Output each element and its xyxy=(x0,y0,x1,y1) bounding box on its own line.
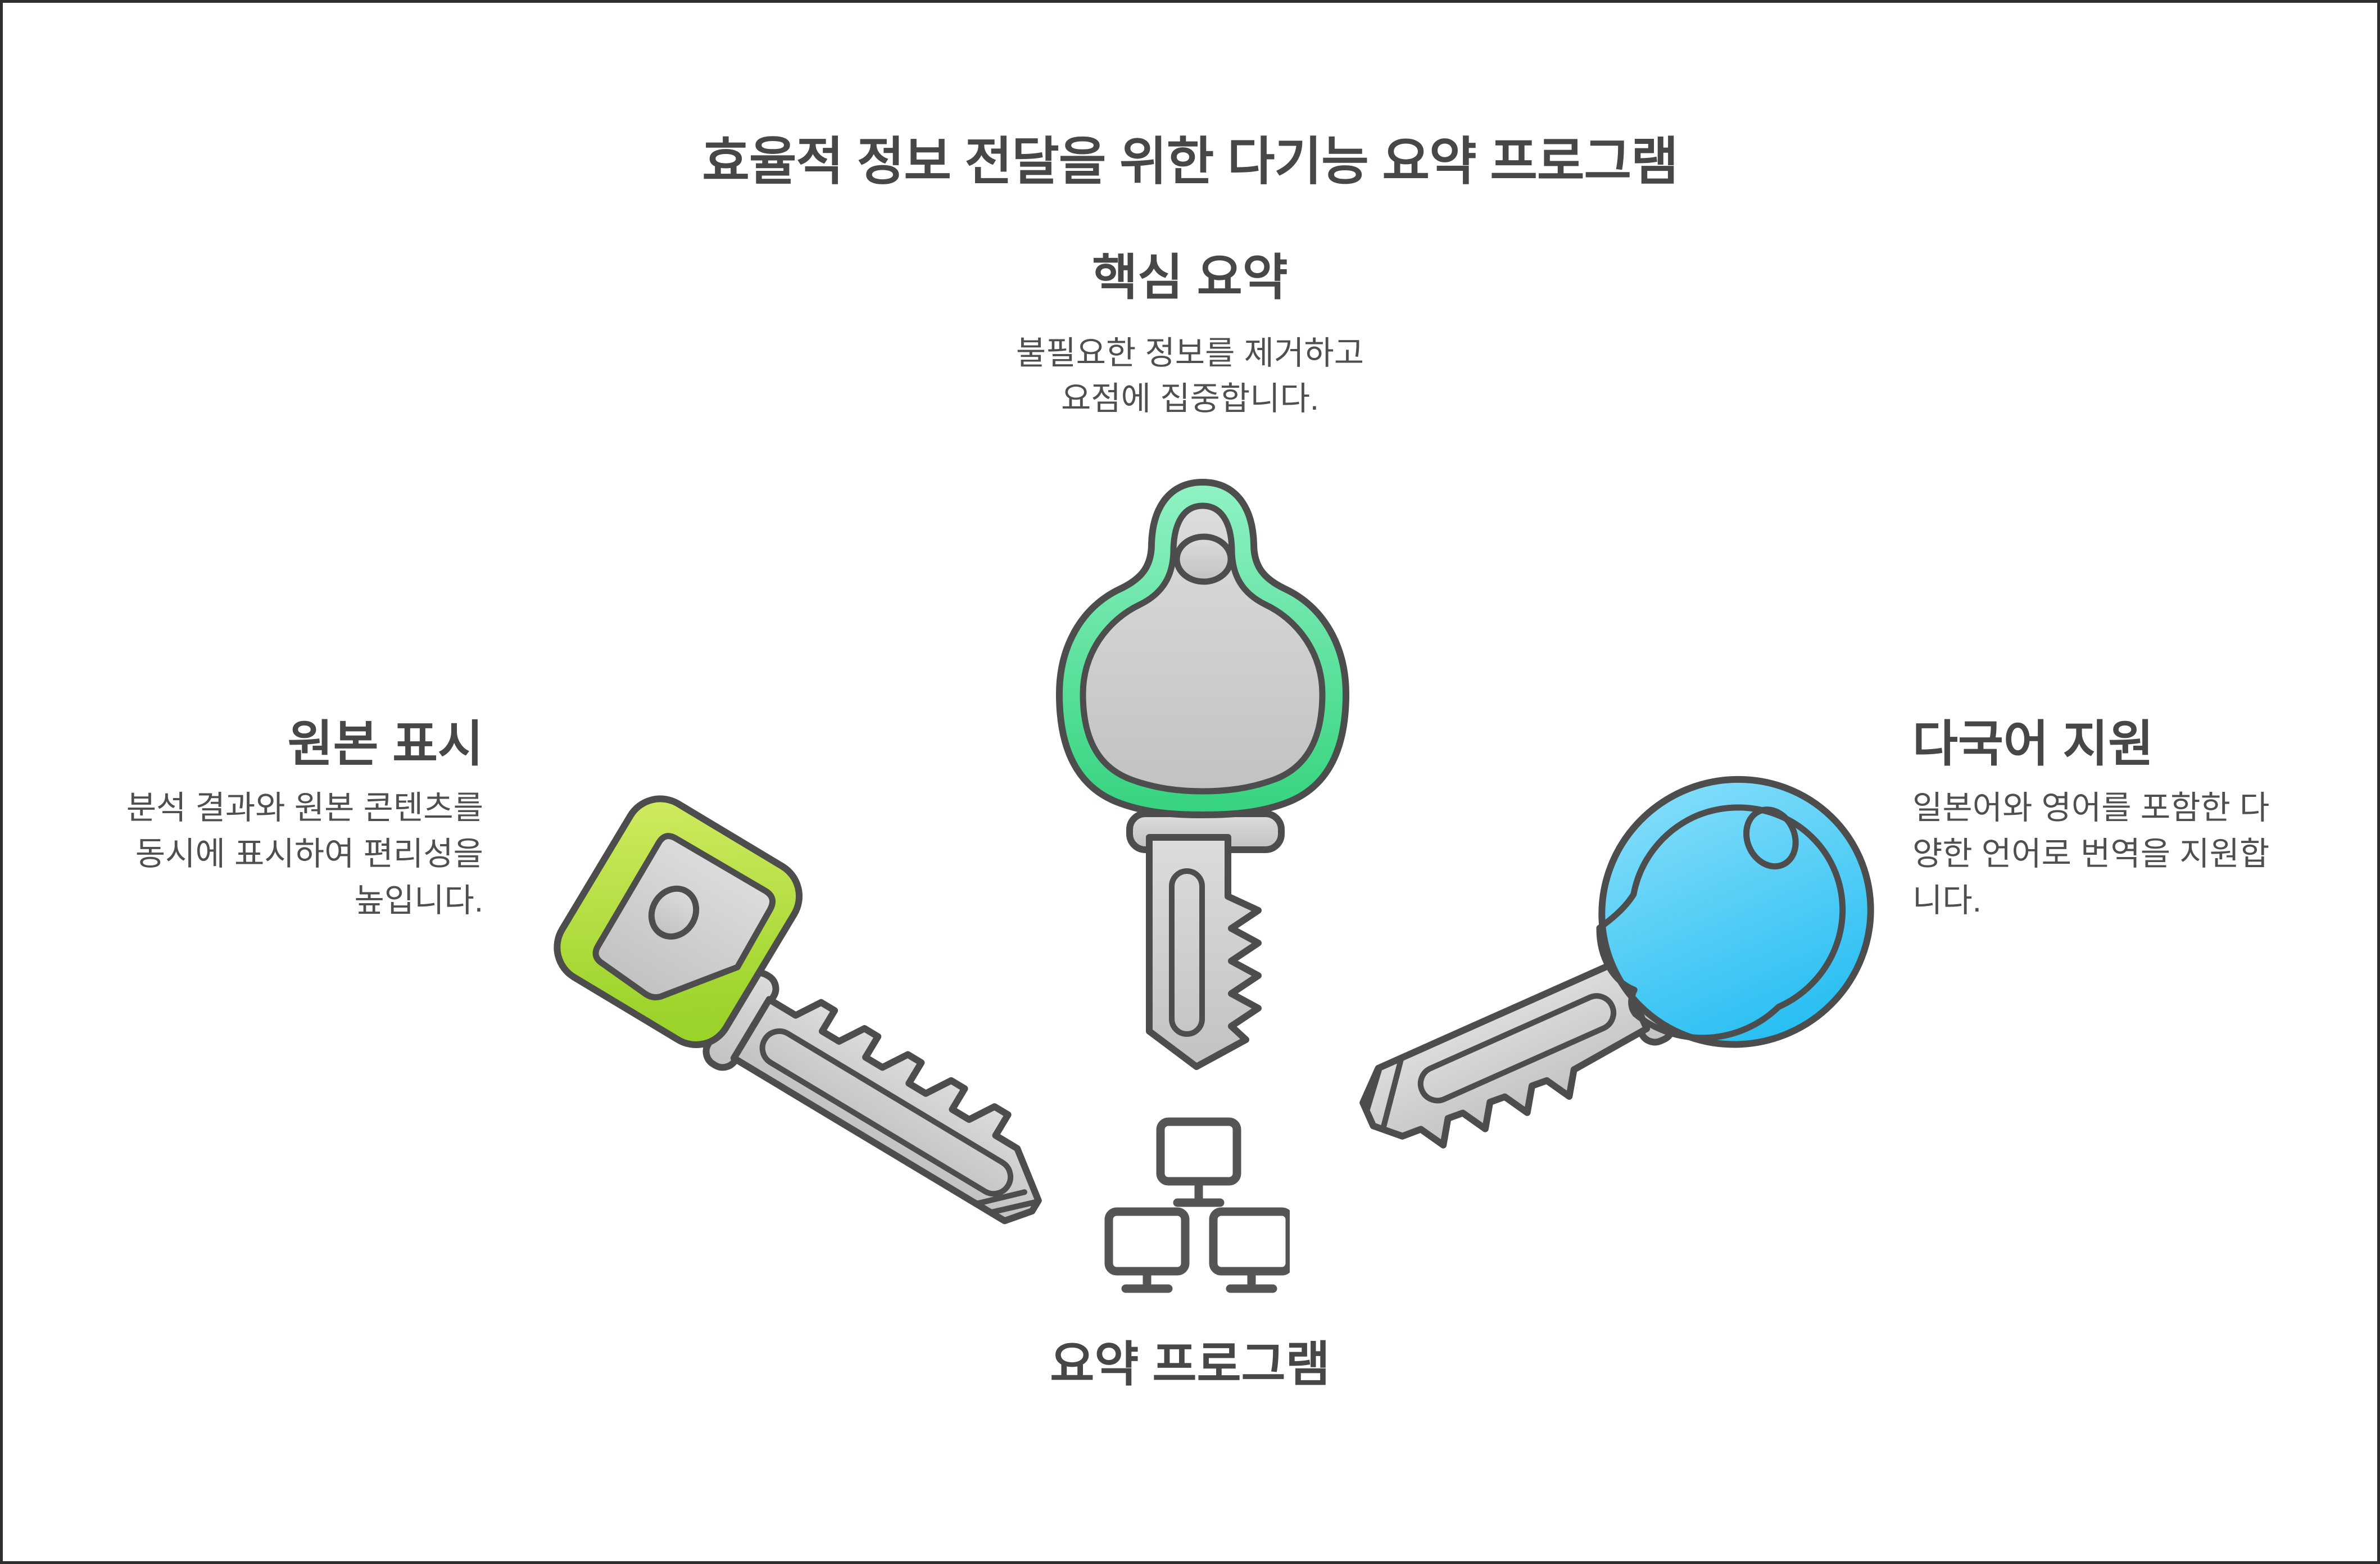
section-text-core-summary: 불필요한 정보를 제거하고 요점에 집중합니다. xyxy=(1016,335,1364,418)
monitor-bottom-left-stand xyxy=(1121,1267,1173,1293)
section-heading-core-summary: 핵심 요약 xyxy=(1092,250,1288,305)
monitor-bottom-right xyxy=(1209,1207,1290,1276)
monitor-bottom-left xyxy=(1104,1207,1190,1276)
cloud-key-icon xyxy=(1056,479,1349,1070)
key-groove xyxy=(1417,993,1617,1104)
key-groove xyxy=(759,1028,1014,1197)
key-shaft xyxy=(730,996,1042,1225)
round-key-icon xyxy=(1359,776,1874,1149)
key-groove xyxy=(1169,868,1205,1037)
square-key-icon xyxy=(554,795,1042,1225)
key-tip-stripes xyxy=(1364,1055,1404,1129)
key-head-inner-outline xyxy=(1596,804,1846,1041)
keyhole xyxy=(1743,806,1799,870)
monitor-top xyxy=(1156,1117,1241,1186)
keyhole xyxy=(648,885,700,940)
bottom-label: 요약 프로그램 xyxy=(1050,1338,1330,1391)
section-text-original-display: 분석 결과와 원본 콘텐츠를 동시에 표시하여 편리성을 높입니다. xyxy=(126,790,483,919)
section-heading-original-display: 원본 표시 xyxy=(287,716,483,772)
network-monitors-icon xyxy=(1104,1117,1290,1293)
section-text-multilingual: 일본어와 영어를 포함한 다 양한 언어로 번역을 지원합 니다. xyxy=(1912,790,2270,919)
keyhole xyxy=(1173,533,1234,585)
page-title: 효율적 정보 전달을 위한 다기능 요약 프로그램 xyxy=(702,133,1679,191)
monitor-bottom-right-stand xyxy=(1226,1267,1277,1293)
monitor-top-stand xyxy=(1173,1177,1225,1207)
section-heading-multilingual: 다국어 지원 xyxy=(1912,716,2154,772)
key-head-ring xyxy=(1598,776,1874,1048)
key-tip-stripes xyxy=(973,1189,1040,1215)
key-head-plate xyxy=(1080,502,1326,795)
